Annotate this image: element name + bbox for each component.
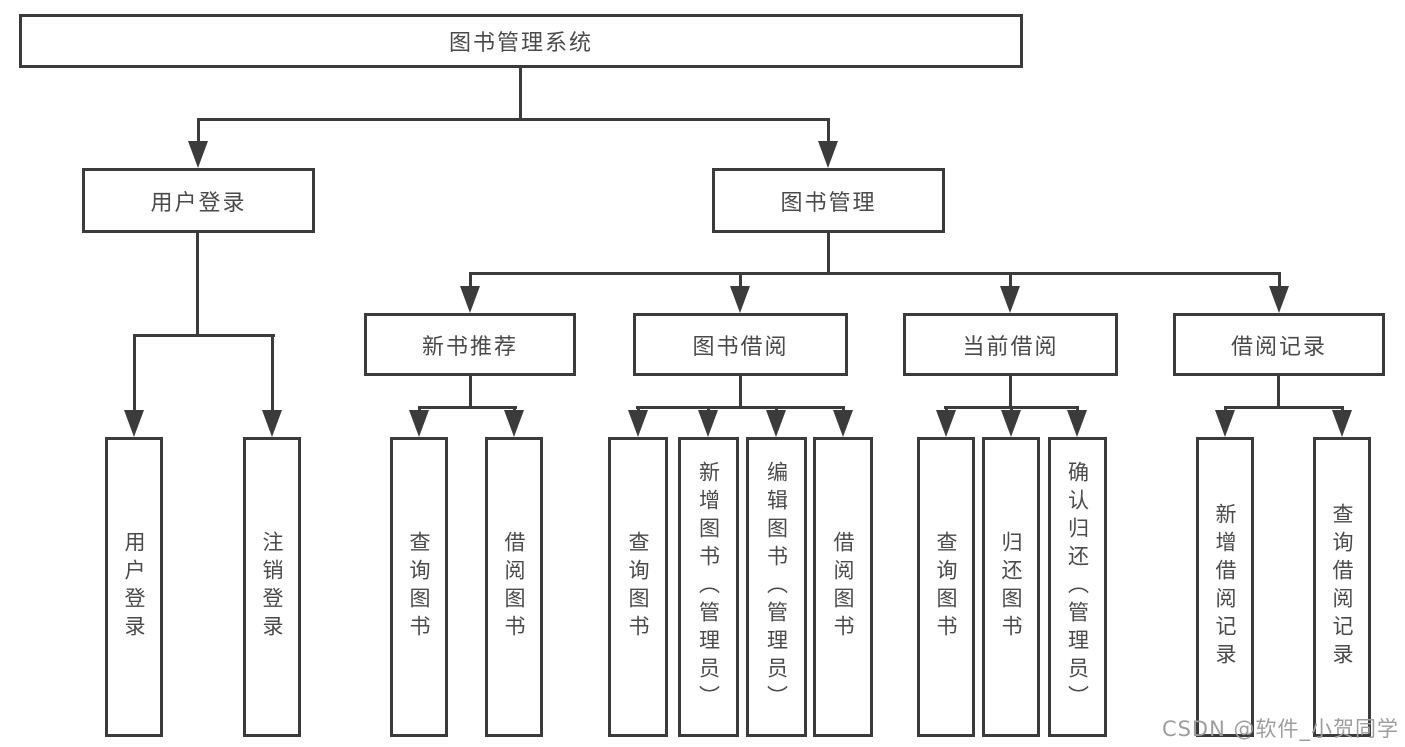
connector-line — [827, 233, 830, 275]
leaf-return-books-label: 归还图书 — [999, 531, 1023, 643]
arrowhead-icon — [1215, 410, 1235, 437]
arrowhead-icon — [936, 410, 956, 437]
leaf-add-borrow-record: 新增借阅记录 — [1196, 437, 1254, 737]
connector-line — [469, 272, 472, 288]
node-book-management-label: 图书管理 — [780, 190, 877, 216]
node-borrowing-records: 借阅记录 — [1173, 313, 1385, 376]
node-root-label: 图书管理系统 — [448, 31, 593, 56]
node-root-system: 图书管理系统 — [19, 14, 1023, 68]
node-borrowing-records-label: 借阅记录 — [1230, 334, 1327, 360]
connector-line — [1278, 272, 1281, 288]
arrowhead-icon — [1067, 410, 1087, 437]
connector-line — [1277, 376, 1280, 409]
leaf-newbooks-borrow-books-label: 借阅图书 — [502, 531, 526, 643]
leaf-current-query-books: 查询图书 — [917, 437, 975, 737]
arrowhead-icon — [698, 410, 718, 437]
connector-line — [197, 118, 830, 121]
leaf-add-books-admin: 新增图书（管理员） — [678, 437, 739, 737]
arrowhead-icon — [262, 410, 282, 437]
leaf-newbooks-query-books-label: 查询图书 — [407, 531, 431, 643]
connector-line — [739, 376, 742, 409]
leaf-confirm-return-admin: 确认归还（管理员） — [1048, 437, 1107, 737]
connector-line — [1009, 272, 1012, 288]
node-current-borrowing: 当前借阅 — [903, 313, 1118, 376]
csdn-watermark: CSDN @软件_小贺同学 — [1161, 717, 1399, 741]
node-book-management: 图书管理 — [712, 168, 945, 233]
arrowhead-icon — [766, 410, 786, 437]
connector-line — [1224, 406, 1344, 409]
arrowhead-icon — [833, 410, 853, 437]
leaf-current-query-books-label: 查询图书 — [934, 531, 958, 643]
leaf-user-login: 用户登录 — [105, 437, 163, 737]
leaf-edit-books-admin: 编辑图书（管理员） — [746, 437, 807, 737]
node-book-borrowing-label: 图书借阅 — [692, 334, 789, 360]
connector-line — [636, 406, 845, 409]
leaf-add-borrow-record-label: 新增借阅记录 — [1213, 503, 1237, 671]
arrowhead-icon — [818, 141, 838, 168]
node-new-book-recommendation-label: 新书推荐 — [421, 334, 518, 360]
leaf-add-books-admin-label: 新增图书（管理员） — [696, 461, 721, 713]
node-user-login: 用户登录 — [82, 168, 315, 233]
connector-line — [469, 376, 472, 409]
leaf-confirm-return-admin-label: 确认归还（管理员） — [1065, 461, 1090, 713]
arrowhead-icon — [188, 141, 208, 168]
arrowhead-icon — [124, 410, 144, 437]
arrowhead-icon — [1269, 286, 1289, 313]
leaf-edit-books-admin-label: 编辑图书（管理员） — [764, 461, 789, 713]
node-new-book-recommendation: 新书推荐 — [364, 313, 576, 376]
connector-line — [469, 272, 1281, 275]
leaf-borrow-query-books: 查询图书 — [608, 437, 668, 737]
leaf-user-login-label: 用户登录 — [122, 531, 146, 643]
leaf-logout: 注销登录 — [243, 437, 301, 737]
connector-line — [739, 272, 742, 288]
leaf-newbooks-borrow-books: 借阅图书 — [485, 437, 543, 737]
arrowhead-icon — [409, 410, 429, 437]
node-book-borrowing: 图书借阅 — [633, 313, 848, 376]
leaf-borrow-borrow-books-label: 借阅图书 — [831, 531, 855, 643]
connector-line — [196, 233, 199, 337]
arrowhead-icon — [460, 286, 480, 313]
arrowhead-icon — [730, 286, 750, 313]
connector-line — [133, 334, 136, 412]
leaf-query-borrow-record-label: 查询借阅记录 — [1330, 503, 1354, 671]
connector-line — [519, 67, 522, 121]
arrowhead-icon — [504, 410, 524, 437]
connector-line — [133, 334, 275, 337]
arrowhead-icon — [1332, 410, 1352, 437]
connector-line — [827, 118, 830, 145]
connector-line — [1009, 376, 1012, 409]
node-current-borrowing-label: 当前借阅 — [962, 334, 1059, 360]
connector-line — [418, 406, 517, 409]
connector-line — [197, 118, 200, 145]
connector-line — [271, 334, 274, 412]
leaf-return-books: 归还图书 — [982, 437, 1040, 737]
arrowhead-icon — [628, 410, 648, 437]
arrowhead-icon — [1000, 286, 1020, 313]
leaf-newbooks-query-books: 查询图书 — [390, 437, 448, 737]
leaf-logout-label: 注销登录 — [260, 531, 284, 643]
leaf-borrow-borrow-books: 借阅图书 — [813, 437, 873, 737]
leaf-borrow-query-books-label: 查询图书 — [626, 531, 650, 643]
arrowhead-icon — [1001, 410, 1021, 437]
leaf-query-borrow-record: 查询借阅记录 — [1313, 437, 1371, 737]
node-user-login-label: 用户登录 — [150, 190, 247, 216]
